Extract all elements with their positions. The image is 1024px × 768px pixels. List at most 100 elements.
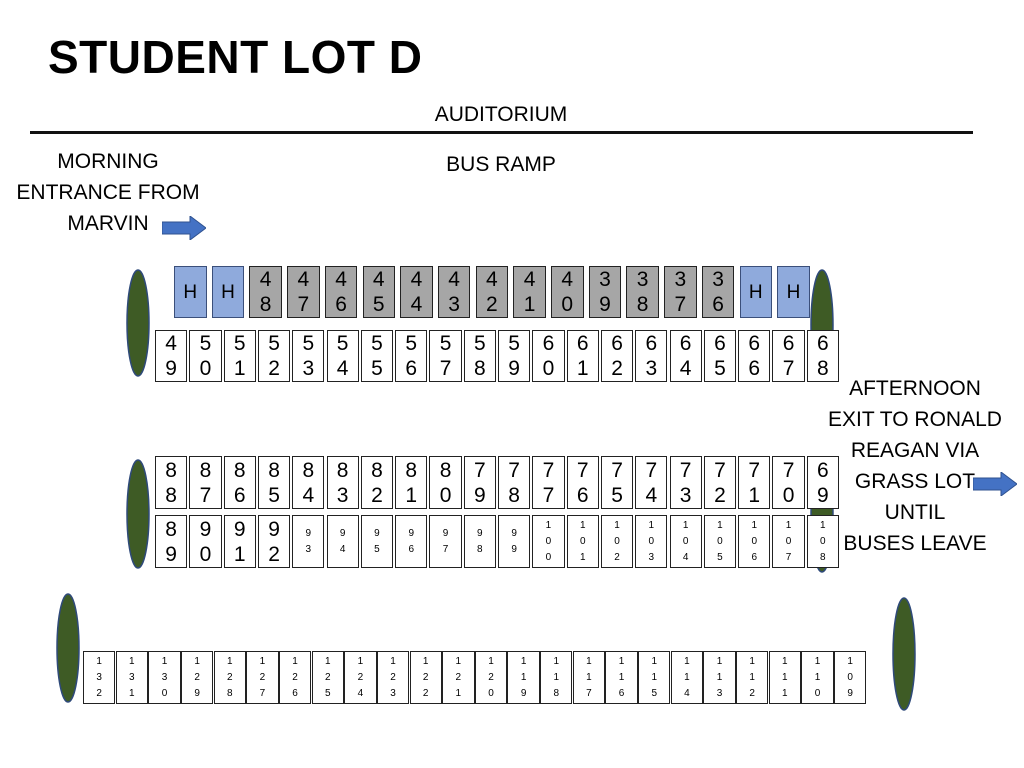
spot-number-digit: 9 xyxy=(477,527,483,539)
spot-number-digit: 4 xyxy=(679,357,692,380)
spot-number-digit: 7 xyxy=(785,551,792,563)
spot-number-digit: 9 xyxy=(847,687,853,699)
auditorium-divider-line xyxy=(30,131,973,134)
spot-number-digit: 0 xyxy=(847,671,853,683)
spot-number-digit: 2 xyxy=(371,483,383,507)
spot-number-digit: 3 xyxy=(302,357,315,380)
spot-number-digit: 1 xyxy=(292,655,298,667)
spot-number-digit: 9 xyxy=(511,527,517,539)
spot-number-digit: 5 xyxy=(371,332,383,355)
spot-number-digit: 1 xyxy=(586,655,592,667)
spot-number-digit: 2 xyxy=(422,687,429,699)
spot-number-digit: 1 xyxy=(227,655,233,667)
spot-number-digit: 2 xyxy=(259,671,266,683)
spot-number-digit: 0 xyxy=(545,551,552,563)
spot-number-digit: 0 xyxy=(488,687,494,699)
spot-number-digit: 8 xyxy=(371,458,383,482)
spot-number-digit: 5 xyxy=(233,332,246,355)
spot-number-digit: 1 xyxy=(618,655,625,667)
spot-number-digit: 2 xyxy=(749,687,755,699)
spot-number-digit: 4 xyxy=(645,483,658,507)
spot-number-digit: 0 xyxy=(782,483,795,507)
spot-number-digit: 6 xyxy=(611,332,623,355)
spot-number-digit: 8 xyxy=(820,551,826,563)
spot-number-digit: 4 xyxy=(561,268,574,291)
spot-number-digit: 2 xyxy=(96,687,102,699)
spot-number-digit: 6 xyxy=(618,687,625,699)
spot-number-digit: 1 xyxy=(545,519,552,531)
spot-number-digit: 4 xyxy=(259,268,272,291)
spot-number-digit: 4 xyxy=(410,293,423,316)
spot-number-digit: 1 xyxy=(749,671,755,683)
spot-number-digit: 1 xyxy=(422,655,429,667)
handicap-parking-spot: H xyxy=(174,266,207,318)
spot-number-digit: 2 xyxy=(455,671,462,683)
spot-number-digit: 3 xyxy=(161,671,168,683)
spot-number-digit: 1 xyxy=(129,655,135,667)
spot-number-digit: 5 xyxy=(302,332,315,355)
spot-number-digit: 0 xyxy=(439,483,452,507)
spot-number-digit: 4 xyxy=(165,332,177,355)
spot-number-digit: 7 xyxy=(782,357,795,380)
spot-number-digit: 1 xyxy=(820,519,826,531)
spot-number-digit: 0 xyxy=(648,535,655,547)
spot-number-digit: 1 xyxy=(579,551,586,563)
spot-number-digit: 9 xyxy=(339,527,346,539)
spot-number-digit: 5 xyxy=(611,483,623,507)
spot-number-digit: 8 xyxy=(199,458,212,482)
spot-number-digit: 6 xyxy=(645,332,658,355)
spot-number-digit: 7 xyxy=(586,687,592,699)
spot-number-digit: 6 xyxy=(233,483,246,507)
spot-number-digit: 1 xyxy=(716,671,723,683)
spot-number-digit: 6 xyxy=(782,332,795,355)
spot-number-digit: 3 xyxy=(645,357,658,380)
spot-number-digit: 1 xyxy=(785,519,792,531)
tree-icon xyxy=(126,459,150,569)
spot-number-digit: 1 xyxy=(161,655,168,667)
spot-number-digit: 3 xyxy=(716,687,723,699)
spot-number-digit: 8 xyxy=(508,483,520,507)
spot-number-digit: 1 xyxy=(194,655,200,667)
spot-number-digit: 3 xyxy=(679,483,692,507)
spot-number-digit: 8 xyxy=(636,293,649,316)
spot-number-digit: 6 xyxy=(714,332,726,355)
handicap-parking-spot: H xyxy=(739,266,772,318)
spot-number-digit: 3 xyxy=(648,551,655,563)
spot-number-digit: 8 xyxy=(477,543,483,555)
spot-number-digit: 8 xyxy=(233,458,246,482)
spot-number-digit: 2 xyxy=(292,671,298,683)
spot-number-digit: 5 xyxy=(372,293,385,316)
spot-number-digit: 1 xyxy=(716,655,723,667)
afternoon-exit-line: REAGAN VIA xyxy=(850,439,980,462)
spot-number-digit: 1 xyxy=(520,655,527,667)
handicap-parking-spot: H xyxy=(777,266,810,318)
spot-number-digit: 4 xyxy=(410,268,423,291)
spot-number-digit: 5 xyxy=(473,332,486,355)
spot-number-digit: 1 xyxy=(488,655,494,667)
